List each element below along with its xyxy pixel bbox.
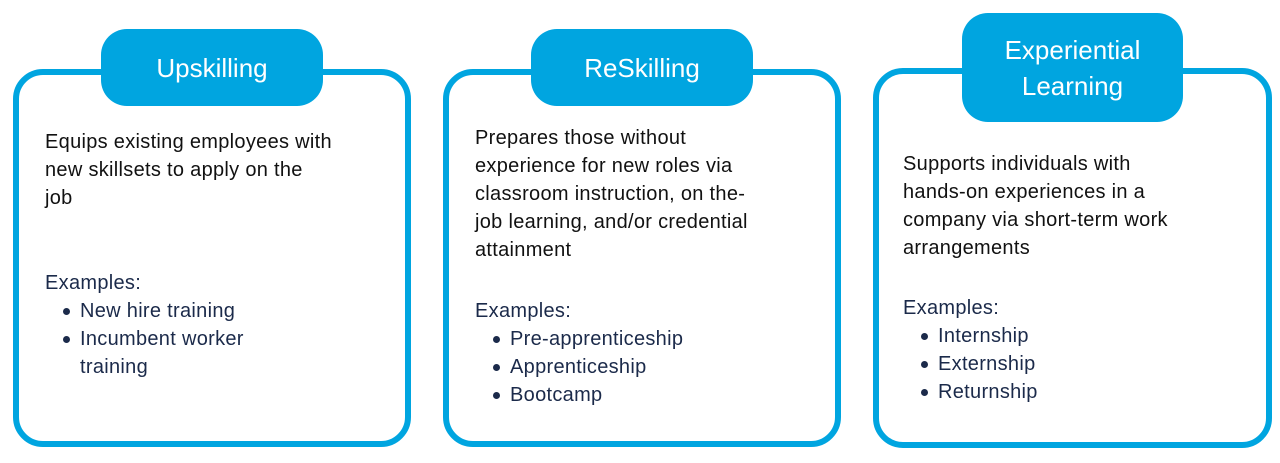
upskilling-card	[13, 69, 411, 447]
experiential-learning-examples: Examples: Internship Externship Returnsh…	[903, 294, 1038, 406]
example-item: training	[80, 356, 148, 378]
example-item: New hire training	[45, 297, 244, 325]
description-line: new skillsets to apply on the	[45, 159, 303, 181]
upskilling-description: Equips existing employees with new skill…	[45, 128, 332, 212]
example-item: Externship	[903, 350, 1038, 378]
bullet-icon	[493, 392, 500, 399]
reskilling-title: ReSkilling	[531, 29, 753, 106]
description-line: classroom instruction, on the-	[475, 183, 746, 205]
example-item: Incumbent worker	[45, 325, 244, 353]
bullet-icon	[921, 389, 928, 396]
description-line: attainment	[475, 239, 572, 261]
example-item: Internship	[903, 322, 1038, 350]
experiential-learning-description: Supports individuals with hands-on exper…	[903, 150, 1168, 262]
reskilling-examples: Examples: Pre-apprenticeship Apprentices…	[475, 297, 683, 409]
example-item: Apprenticeship	[475, 353, 683, 381]
examples-label: Examples:	[45, 272, 142, 294]
upskilling-examples: Examples: New hire training Incumbent wo…	[45, 269, 244, 381]
bullet-icon	[63, 336, 70, 343]
description-line: Equips existing employees with	[45, 131, 332, 153]
description-line: hands-on experiences in a	[903, 181, 1146, 203]
description-line: experience for new roles via	[475, 155, 733, 177]
bullet-icon	[63, 308, 70, 315]
example-item: Returnship	[903, 378, 1038, 406]
bullet-icon	[921, 361, 928, 368]
examples-label: Examples:	[903, 297, 1000, 319]
reskilling-description: Prepares those without experience for ne…	[475, 124, 748, 264]
bullet-icon	[493, 364, 500, 371]
example-item: Bootcamp	[475, 381, 683, 409]
description-line: Prepares those without	[475, 127, 687, 149]
description-line: arrangements	[903, 237, 1030, 259]
description-line: job	[45, 187, 73, 209]
description-line: job learning, and/or credential	[475, 211, 748, 233]
bullet-icon	[493, 336, 500, 343]
example-item: Pre-apprenticeship	[475, 325, 683, 353]
experiential-learning-card	[873, 68, 1272, 448]
examples-label: Examples:	[475, 300, 572, 322]
bullet-icon	[921, 333, 928, 340]
description-line: Supports individuals with	[903, 153, 1131, 175]
experiential-learning-title: Experiential Learning	[962, 13, 1183, 122]
description-line: company via short-term work	[903, 209, 1168, 231]
upskilling-title: Upskilling	[101, 29, 323, 106]
